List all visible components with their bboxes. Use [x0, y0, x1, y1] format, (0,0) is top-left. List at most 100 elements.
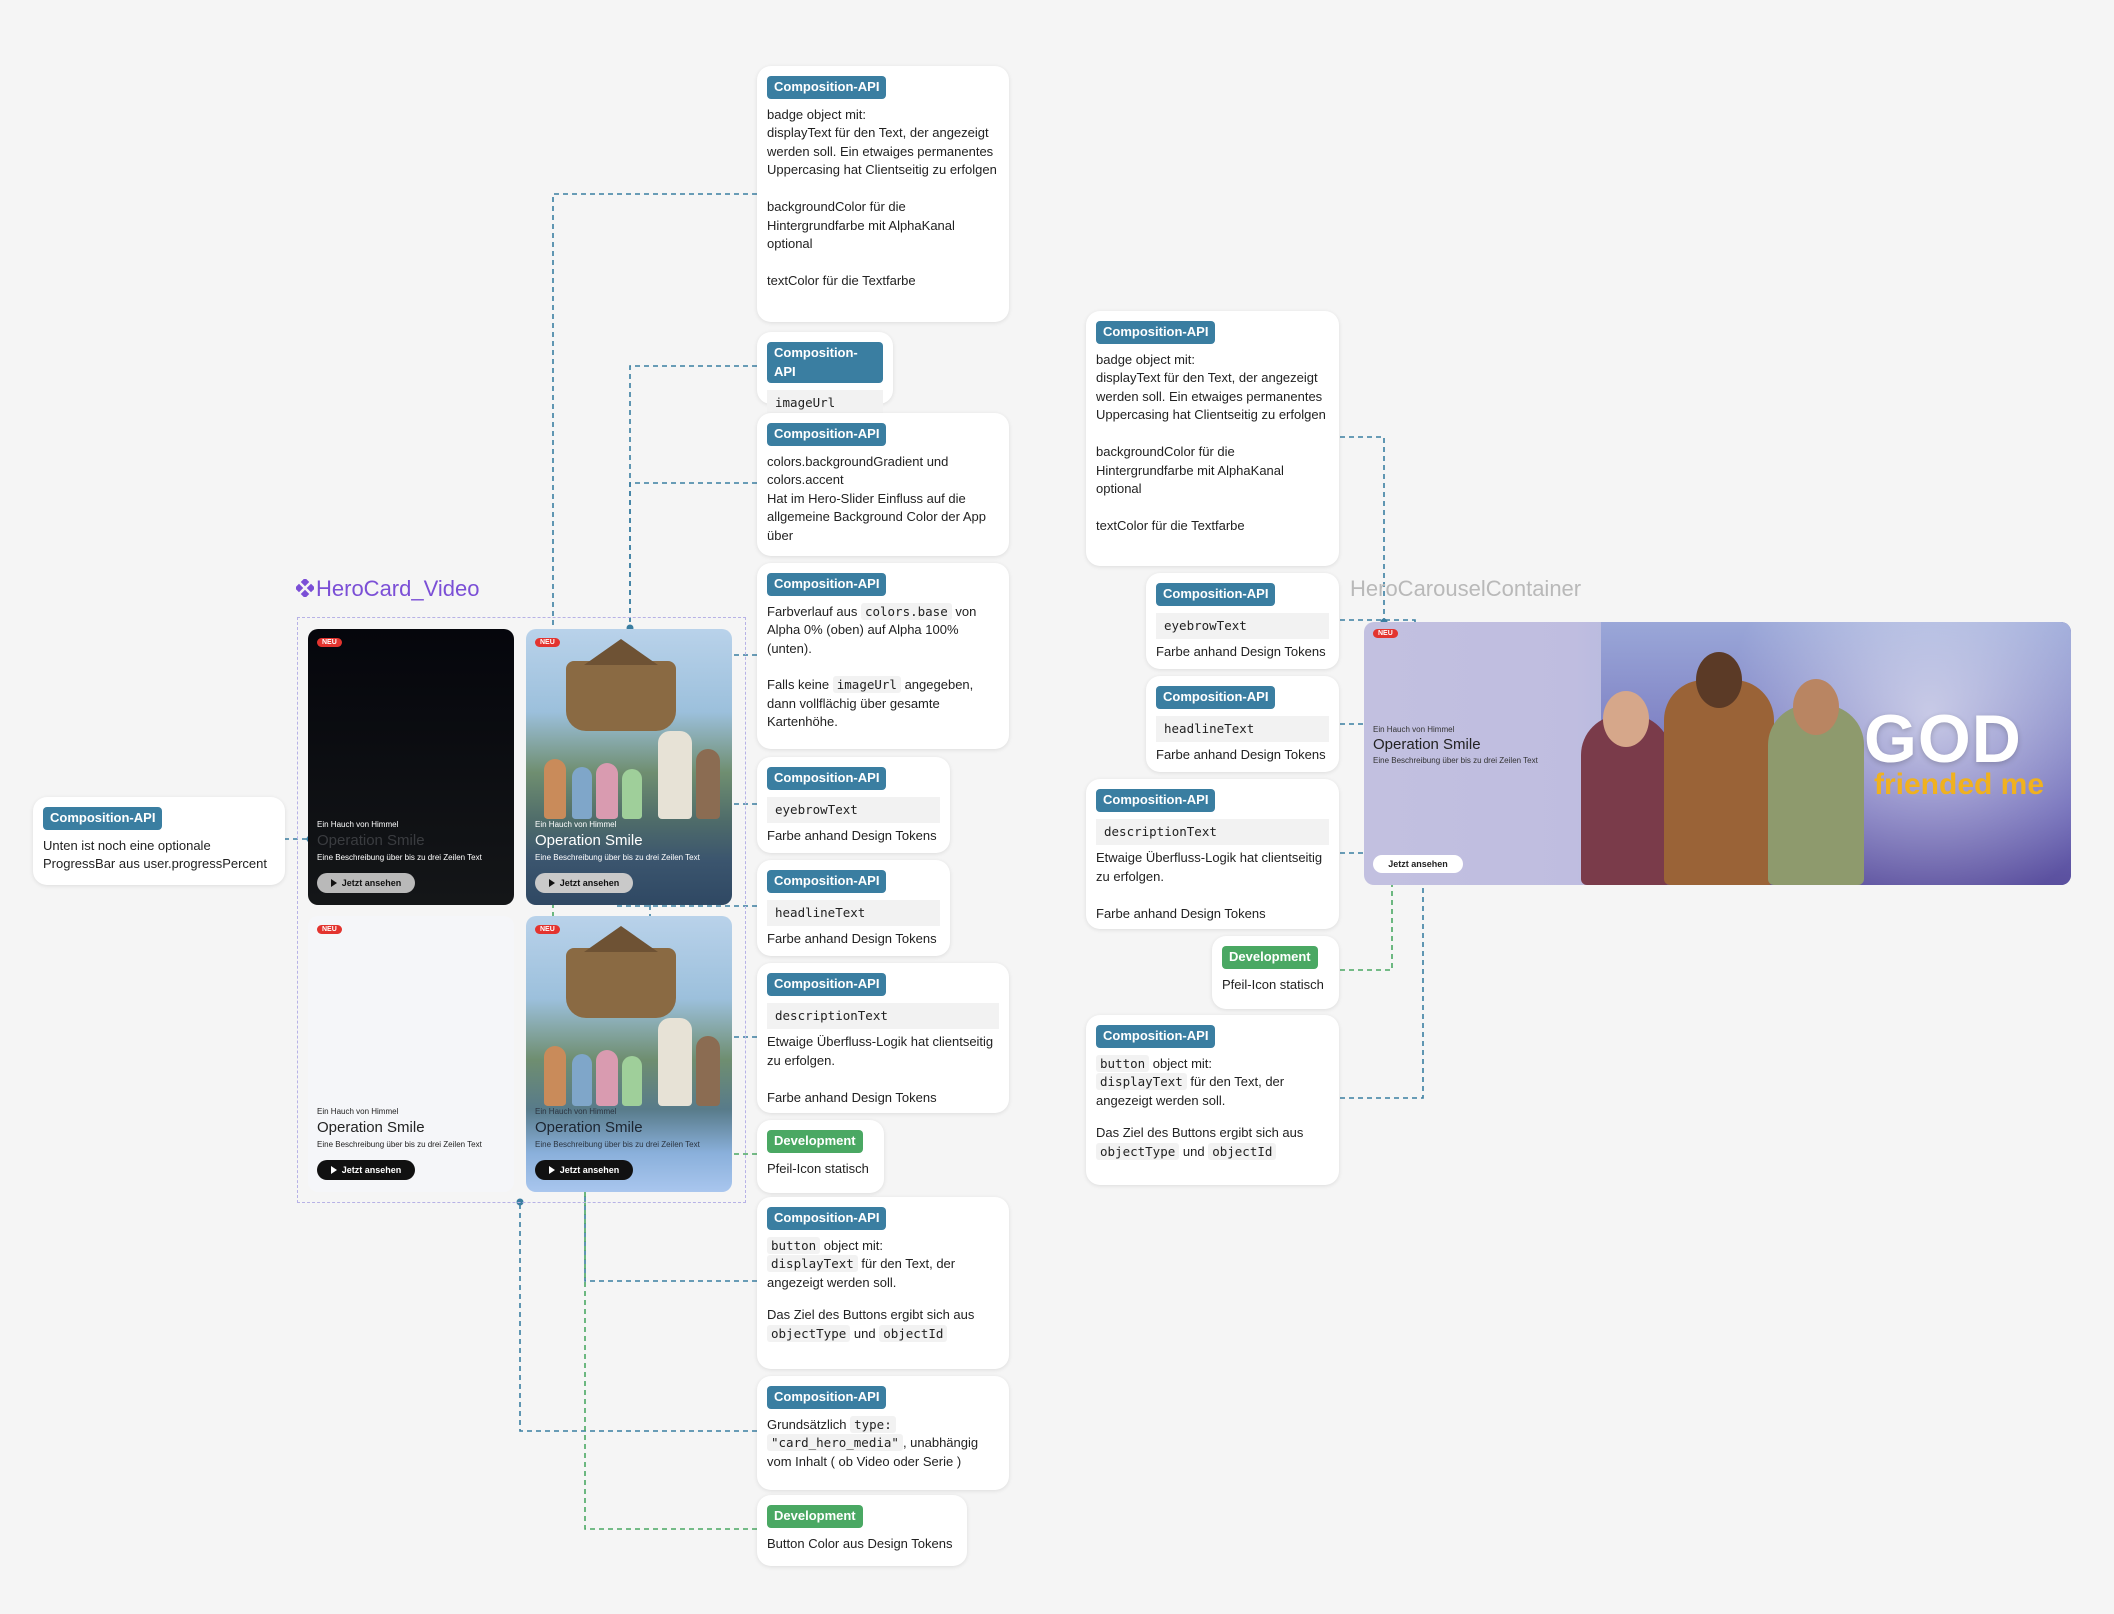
watch-now-button[interactable]: Jetzt ansehen [317, 1160, 415, 1180]
composition-api-tag: Composition-API [1156, 686, 1275, 709]
code-part: type: [850, 1416, 896, 1433]
note-right-arrow-icon: Development Pfeil-Icon statisch [1212, 936, 1339, 1009]
composition-api-tag: Composition-API [1096, 321, 1215, 344]
composition-api-tag: Composition-API [43, 807, 162, 830]
note-code: descriptionText [767, 1003, 999, 1030]
code-part: colors.base [861, 603, 952, 620]
wire-badge [553, 194, 757, 640]
note-code: eyebrowText [767, 797, 940, 824]
note-text: button object mit: [767, 1237, 999, 1256]
frame-title-text: HeroCard_Video [316, 576, 479, 601]
composition-api-tag: Composition-API [767, 342, 883, 383]
play-icon [549, 1166, 555, 1174]
development-tag: Development [767, 1130, 863, 1153]
hero-eyebrow: Ein Hauch von Himmel [1373, 725, 1454, 734]
text-part: Das Ziel des Buttons ergibt sich aus [767, 1307, 974, 1322]
note-text: Pfeil-Icon statisch [1222, 976, 1329, 995]
herocard-video-title[interactable]: HeroCard_Video [296, 576, 479, 602]
people-illustration [536, 729, 726, 819]
note-type: Composition-API Grundsätzlich type: "car… [757, 1376, 1009, 1490]
note-text: Grundsätzlich type: [767, 1416, 999, 1435]
watch-now-button[interactable]: Jetzt ansehen [535, 873, 633, 893]
note-right-badge: Composition-API badge object mit: displa… [1086, 311, 1339, 566]
note-headline: Composition-API headlineText Farbe anhan… [757, 860, 950, 956]
text-part: object mit: [1149, 1056, 1212, 1071]
note-text: displayText für den Text, der angezeigt … [1096, 1073, 1329, 1110]
note-code: eyebrowText [1156, 613, 1329, 640]
note-button-color: Development Button Color aus Design Toke… [757, 1495, 967, 1566]
hero-card-light[interactable]: NEU Ein Hauch von Himmel Operation Smile… [308, 916, 514, 1192]
card-eyebrow: Ein Hauch von Himmel [317, 1107, 398, 1116]
note-colors: Composition-API colors.backgroundGradien… [757, 413, 1009, 556]
card-headline: Operation Smile [317, 832, 425, 849]
note-text: Farbe anhand Design Tokens [1156, 643, 1329, 662]
note-text: badge object mit: displayText für den Te… [1096, 351, 1329, 536]
note-text: colors.backgroundGradient und colors.acc… [767, 453, 999, 546]
composition-api-tag: Composition-API [767, 1207, 886, 1230]
hero-card-image-light[interactable]: NEU Ein Hauch von Himmel Operation Smile… [526, 916, 732, 1192]
code-part: objectType [767, 1325, 850, 1342]
note-text: Pfeil-Icon statisch [767, 1160, 874, 1179]
note-text: Das Ziel des Buttons ergibt sich aus obj… [1096, 1124, 1329, 1161]
note-gradient: Composition-API Farbverlauf aus colors.b… [757, 563, 1009, 749]
note-right-button: Composition-API button object mit: displ… [1086, 1015, 1339, 1185]
code-part: displayText [1096, 1073, 1187, 1090]
composition-api-tag: Composition-API [767, 1386, 886, 1409]
note-text: Farbe anhand Design Tokens [1156, 746, 1329, 765]
development-tag: Development [1222, 946, 1318, 969]
note-code: headlineText [767, 900, 940, 927]
note-progressbar: Composition-API Unten ist noch eine opti… [33, 797, 285, 885]
composition-api-tag: Composition-API [1156, 583, 1275, 606]
ark-illustration [566, 948, 676, 1018]
card-description: Eine Beschreibung über bis zu drei Zeile… [535, 853, 700, 862]
button-label: Jetzt ansehen [560, 1165, 620, 1175]
card-description: Eine Beschreibung über bis zu drei Zeile… [535, 1140, 700, 1149]
card-headline: Operation Smile [317, 1119, 425, 1136]
card-badge: NEU [535, 925, 560, 934]
note-text: Farbe anhand Design Tokens [767, 827, 940, 846]
code-part: objectType [1096, 1143, 1179, 1160]
watch-now-button[interactable]: Jetzt ansehen [535, 1160, 633, 1180]
button-label: Jetzt ansehen [342, 1165, 402, 1175]
hero-headline: Operation Smile [1373, 736, 1481, 753]
development-tag: Development [767, 1505, 863, 1528]
note-arrow-icon: Development Pfeil-Icon statisch [757, 1120, 884, 1193]
code-part: imageUrl [833, 676, 901, 693]
composition-api-tag: Composition-API [767, 973, 886, 996]
wire-r-button [1340, 876, 1423, 1098]
wire-btncolor [585, 1160, 757, 1529]
note-text: badge object mit: displayText für den Te… [767, 106, 999, 291]
text-part: und [850, 1326, 879, 1341]
note-right-headline: Composition-API headlineText Farbe anhan… [1146, 676, 1339, 772]
hero-carousel-container[interactable]: NEU Ein Hauch von Himmel Operation Smile… [1364, 622, 2071, 885]
text-part: Farbverlauf aus [767, 604, 861, 619]
herocarousel-title[interactable]: HeroCarouselContainer [1350, 576, 1581, 602]
text-part: Falls keine [767, 677, 833, 692]
text-part: Grundsätzlich [767, 1417, 850, 1432]
play-icon [331, 1166, 337, 1174]
note-text: Etwaige Überfluss-Logik hat clientseitig… [767, 1033, 999, 1107]
hero-badge: NEU [1373, 629, 1398, 638]
note-text: displayText für den Text, der angezeigt … [767, 1255, 999, 1292]
person-illustration [1664, 680, 1774, 885]
note-image-url: Composition-API imageUrl [757, 332, 893, 404]
note-code: headlineText [1156, 716, 1329, 743]
component-icon [296, 577, 312, 593]
code-part: objectId [879, 1325, 947, 1342]
watch-now-button[interactable]: Jetzt ansehen [317, 873, 415, 893]
people-illustration [536, 1016, 726, 1106]
card-eyebrow: Ein Hauch von Himmel [535, 820, 616, 829]
wire-colors [630, 483, 757, 628]
card-description: Eine Beschreibung über bis zu drei Zeile… [317, 1140, 482, 1149]
note-right-description: Composition-API descriptionText Etwaige … [1086, 779, 1339, 929]
code-part: displayText [767, 1255, 858, 1272]
wire-image [630, 366, 757, 628]
code-part: button [767, 1237, 820, 1254]
card-eyebrow: Ein Hauch von Himmel [317, 820, 398, 829]
card-eyebrow: Ein Hauch von Himmel [535, 1107, 616, 1116]
hero-watch-now-button[interactable]: Jetzt ansehen [1373, 855, 1463, 873]
composition-api-tag: Composition-API [767, 870, 886, 893]
hero-card-image[interactable]: NEU Ein Hauch von Himmel Operation Smile… [526, 629, 732, 905]
hero-card-dark[interactable]: NEU Ein Hauch von Himmel Operation Smile… [308, 629, 514, 905]
hero-description: Eine Beschreibung über bis zu drei Zeile… [1373, 756, 1538, 765]
